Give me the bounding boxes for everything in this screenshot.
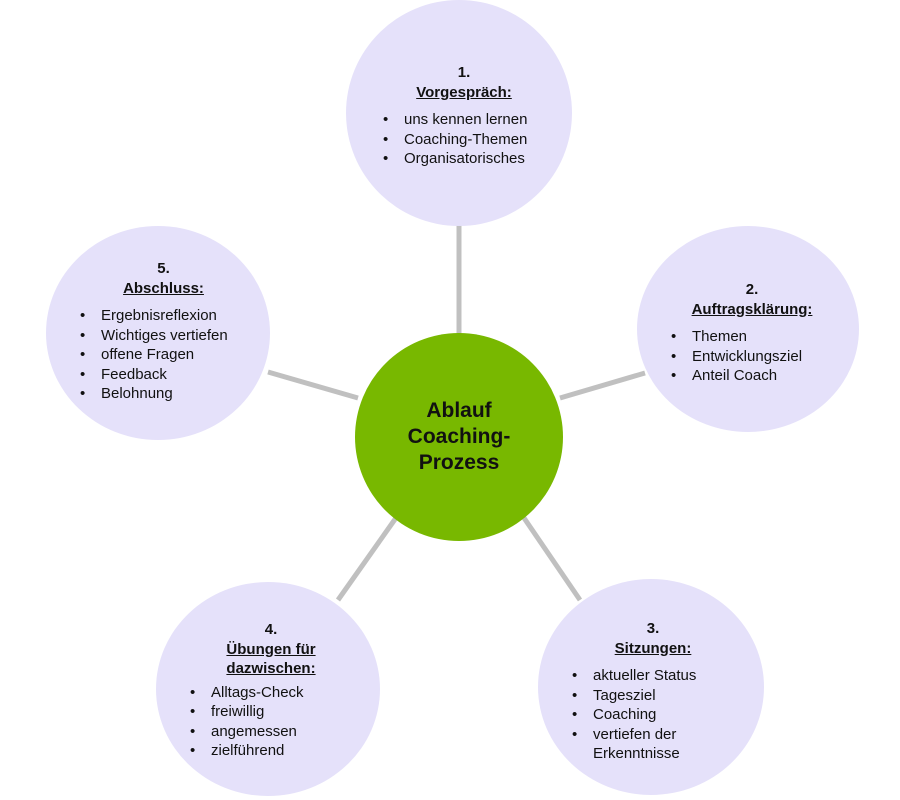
node-title: Sitzungen: xyxy=(614,639,692,657)
list-item: •Belohnung xyxy=(80,385,173,402)
list-item: •Feedback xyxy=(80,365,167,383)
list-item: •Anteil Coach xyxy=(671,367,778,384)
list-item: •offene Fragen xyxy=(80,346,195,363)
list-item: •zielführend xyxy=(190,742,285,759)
list-item: •Organisatorisches xyxy=(383,150,525,167)
list-item: •Coaching xyxy=(572,706,657,723)
node-number: 3. xyxy=(646,620,660,637)
node-title: Abschluss: xyxy=(123,279,204,297)
center-label: Ablauf Coaching- Prozess xyxy=(407,399,511,474)
node-title: Vorgespräch: xyxy=(416,83,512,101)
node-vorgespraech: 1. Vorgespräch: •uns kennen lernen •Coac… xyxy=(346,0,572,226)
node-auftragsklaerung: 2. Auftragsklärung: •Themen •Entwicklung… xyxy=(637,226,859,432)
connector-4 xyxy=(335,513,401,602)
node-number: 2. xyxy=(745,281,759,298)
list-item: •angemessen xyxy=(190,722,297,740)
list-item: Erkenntnisse xyxy=(593,745,680,762)
node-sitzungen: 3. Sitzungen: •aktueller Status •Tageszi… xyxy=(538,579,764,795)
center-node: Ablauf Coaching- Prozess xyxy=(355,333,563,541)
node-items: •Themen •Entwicklungsziel •Anteil Coach xyxy=(667,327,837,386)
list-item: •uns kennen lernen xyxy=(383,111,528,128)
list-item: •Entwicklungsziel xyxy=(671,347,803,365)
node-items: •Alltags-Check •freiwillig •angemessen •… xyxy=(186,683,356,761)
connector-2 xyxy=(559,370,646,401)
list-item: •Themen xyxy=(671,328,748,345)
list-item: •Wichtiges vertiefen xyxy=(80,326,228,344)
node-abschluss: 5. Abschluss: •Ergebnisreflexion •Wichti… xyxy=(46,226,270,440)
list-item: •aktueller Status xyxy=(572,667,697,684)
node-number: 4. xyxy=(264,621,278,638)
node-items: •uns kennen lernen •Coaching-Themen •Org… xyxy=(379,110,549,169)
list-item: •Alltags-Check xyxy=(190,683,304,701)
connector-3 xyxy=(519,513,583,602)
node-title: Auftragsklärung: xyxy=(691,300,813,318)
list-item: •Coaching-Themen xyxy=(383,130,528,148)
list-item: •Ergebnisreflexion xyxy=(80,307,217,324)
list-item: •freiwillig xyxy=(190,703,265,720)
node-items: •aktueller Status •Tagesziel •Coaching •… xyxy=(568,666,738,764)
node-items: •Ergebnisreflexion •Wichtiges vertiefen … xyxy=(76,306,251,404)
node-number: 5. xyxy=(157,260,170,277)
list-item: •vertiefen der xyxy=(572,725,677,743)
list-item: •Tagesziel xyxy=(572,686,656,704)
connector-5 xyxy=(267,369,359,401)
node-number: 1. xyxy=(457,64,471,81)
